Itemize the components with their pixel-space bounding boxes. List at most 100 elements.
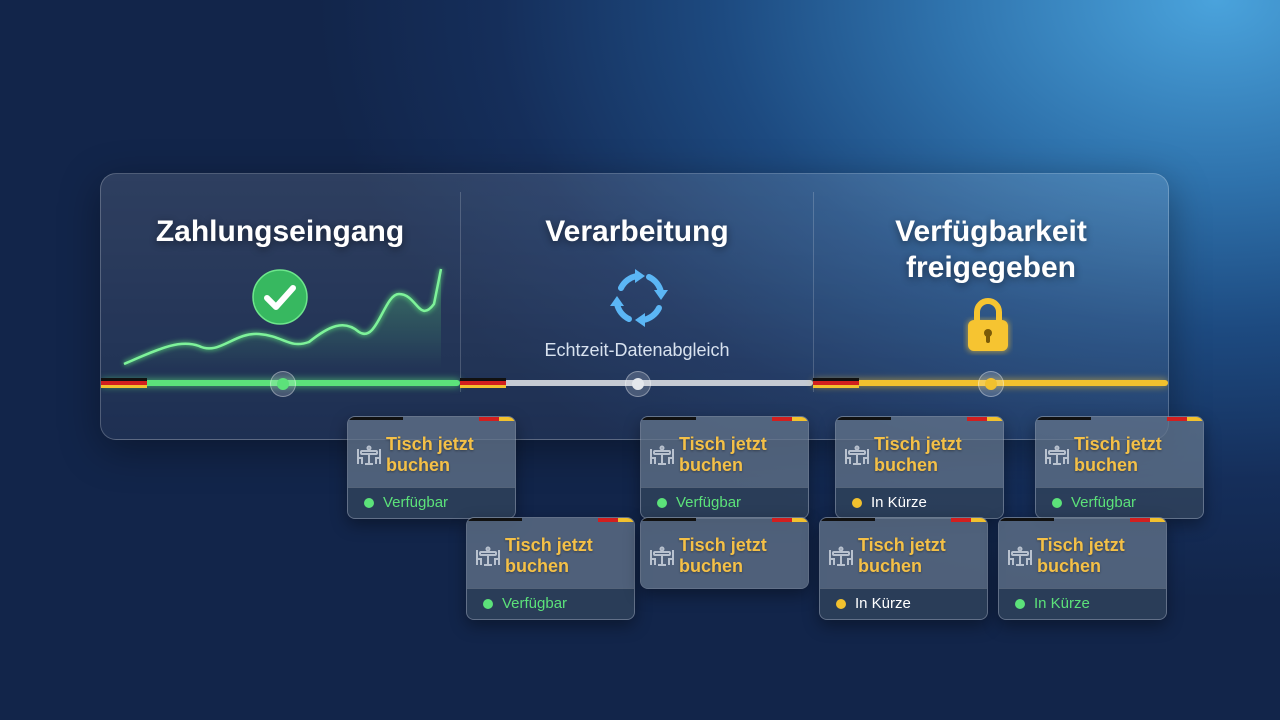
flag-marker [101,378,147,388]
stage-title-line: freigegeben [905,251,1077,284]
availability-status: Verfügbar [348,487,515,518]
flag-marker [460,378,506,388]
flag-stripe [1036,417,1091,420]
table-chairs-icon [649,546,675,573]
table-chairs-icon [844,445,870,472]
availability-status: In Kürze [836,487,1003,518]
book-table-label: buchen [679,556,744,576]
book-table-label: Tisch jetzt [1037,535,1125,555]
book-table-label: Tisch jetzt [679,535,767,555]
status-text: Verfügbar [676,494,742,511]
flag-stripe [467,518,522,521]
book-table-label: Tisch jetzt [858,535,946,555]
progress-node-stage1[interactable] [270,371,296,397]
check-circle-icon [252,269,308,325]
status-text: In Kürze [871,494,927,511]
status-text: Verfügbar [1071,494,1137,511]
stage-title-line: Verfügbarkeit [895,215,1087,248]
availability-status: Verfügbar [641,487,808,518]
stage-title-verfuegbarkeit: Verfügbarkeit freigegeben [814,214,1168,286]
book-table-label: buchen [1037,556,1102,576]
flag-stripe [772,417,808,421]
stage-divider [460,192,461,392]
table-chairs-icon [649,445,675,472]
book-table-label: Tisch jetzt [874,434,962,454]
flag-stripe [951,518,987,522]
table-chairs-icon [1007,546,1033,573]
book-table-label: Tisch jetzt [386,434,474,454]
flag-stripe [348,417,403,420]
book-table-label: Tisch jetzt [679,434,767,454]
table-chairs-icon [828,546,854,573]
progress-node-stage3[interactable] [978,371,1004,397]
flag-stripe [1130,518,1166,522]
book-table-label: buchen [874,455,939,475]
book-table-label: buchen [505,556,570,576]
status-dot [836,599,846,609]
availability-status: In Kürze [820,588,987,619]
status-text: In Kürze [1034,595,1090,612]
flag-stripe [641,417,696,420]
stage-subtitle: Echtzeit-Datenabgleich [544,340,730,360]
flag-stripe [598,518,634,522]
status-dot [364,498,374,508]
status-dot [852,498,862,508]
flag-stripe [967,417,1003,421]
flag-stripe [772,518,808,522]
book-table-label: buchen [679,455,744,475]
stage-title-verarbeitung: Verarbeitung [545,215,729,248]
status-text: In Kürze [855,595,911,612]
status-dot [657,498,667,508]
book-table-label: buchen [386,455,451,475]
status-text: Verfügbar [502,595,568,612]
flag-marker [813,378,859,388]
book-table-label: Tisch jetzt [505,535,593,555]
progress-node-stage2[interactable] [625,371,651,397]
table-chairs-icon [475,546,501,573]
flag-stripe [836,417,891,420]
stage-divider [813,192,814,392]
status-dot [1052,498,1062,508]
stage-title-zahlungseingang: Zahlungseingang [155,215,405,248]
flag-stripe [1167,417,1203,421]
lock-icon [967,298,1009,352]
availability-status: Verfügbar [1036,487,1203,518]
flag-stripe [820,518,875,521]
availability-status: Verfügbar [467,588,634,619]
book-table-label: buchen [858,556,923,576]
pipeline-panel: Zahlungseingang Verarbeitung [100,173,1169,440]
table-chairs-icon [1044,445,1070,472]
table-chairs-icon [356,445,382,472]
sync-arrows-icon [610,269,668,327]
status-text: Verfügbar [383,494,449,511]
status-dot [483,599,493,609]
flag-stripe [999,518,1054,521]
flag-stripe [479,417,515,421]
flag-stripe [641,518,696,521]
status-dot [1015,599,1025,609]
